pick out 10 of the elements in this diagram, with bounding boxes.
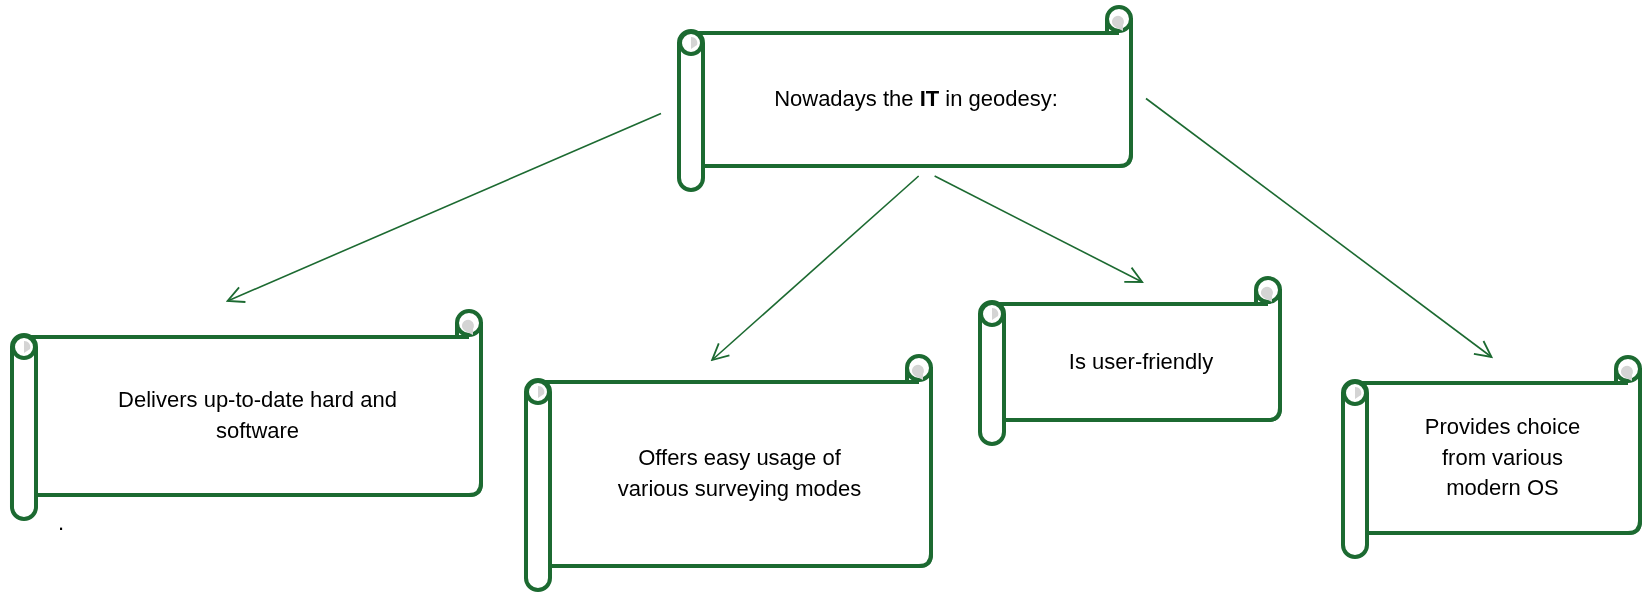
- scroll-text: Offers easy usage of various surveying modes: [616, 444, 863, 503]
- note-text: .: [58, 510, 65, 536]
- scroll-text: Is user-friendly: [1068, 347, 1214, 376]
- arrow: [711, 175, 920, 361]
- arrow: [1145, 97, 1493, 358]
- arrow: [226, 112, 662, 303]
- scroll-text: Delivers up-to-date hard and software: [117, 386, 398, 445]
- arrow: [933, 175, 1144, 283]
- scroll-text: Nowadays the IT in geodesy:: [774, 85, 1058, 114]
- scroll-text: Provides choice from various modern OS: [1423, 412, 1582, 503]
